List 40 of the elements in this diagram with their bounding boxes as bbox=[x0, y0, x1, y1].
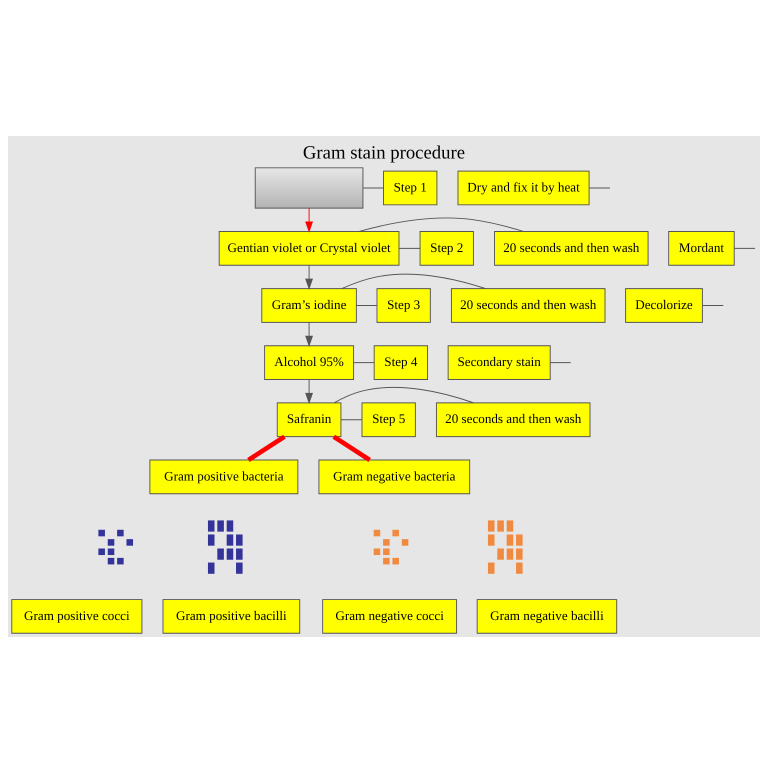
connector bbox=[247, 434, 286, 462]
connector bbox=[356, 305, 378, 306]
node-box: Gram negative cocci bbox=[322, 599, 458, 634]
connector bbox=[398, 248, 420, 249]
node-box: Gram positive cocci bbox=[11, 599, 142, 634]
node-box: Secondary stain bbox=[448, 345, 551, 380]
arrow bbox=[305, 264, 314, 290]
diagram-title: Gram stain procedure bbox=[302, 142, 466, 164]
connector bbox=[702, 305, 724, 306]
node-box: Dry and fix it by heat bbox=[458, 170, 590, 206]
node-box bbox=[254, 167, 364, 209]
connector bbox=[550, 362, 572, 364]
node-box: Gram negative bacilli bbox=[476, 599, 618, 634]
connector bbox=[340, 419, 362, 420]
node-box: Alcohol 95% bbox=[264, 345, 354, 380]
node-box: Step 3 bbox=[376, 288, 431, 323]
node-box: Step 2 bbox=[420, 231, 474, 266]
arrow bbox=[305, 208, 314, 233]
node-box: Gram negative bacteria bbox=[318, 460, 470, 494]
node-box: Step 4 bbox=[374, 345, 428, 380]
node-box: Gentian violet or Crystal violet bbox=[218, 231, 400, 266]
arrow bbox=[305, 322, 314, 347]
arrow bbox=[305, 379, 314, 404]
node-box: Gram positive bacteria bbox=[149, 460, 298, 494]
connector bbox=[358, 218, 524, 232]
connector bbox=[332, 434, 371, 462]
node-box: Gram positive bacilli bbox=[162, 599, 300, 634]
node-box: Gram’s iodine bbox=[261, 288, 357, 323]
node-box: 20 seconds and then wash bbox=[494, 231, 649, 266]
node-box: Step 5 bbox=[362, 402, 416, 438]
connector bbox=[334, 386, 474, 404]
node-box: Mordant bbox=[668, 231, 735, 266]
connector bbox=[341, 274, 486, 290]
connector bbox=[734, 248, 756, 249]
node-box: 20 seconds and then wash bbox=[450, 288, 606, 323]
connector bbox=[353, 362, 375, 364]
node-box: 20 seconds and then wash bbox=[436, 402, 590, 438]
node-box: Decolorize bbox=[625, 288, 703, 323]
node-box: Safranin bbox=[276, 402, 342, 438]
node-box: Step 1 bbox=[383, 170, 438, 206]
